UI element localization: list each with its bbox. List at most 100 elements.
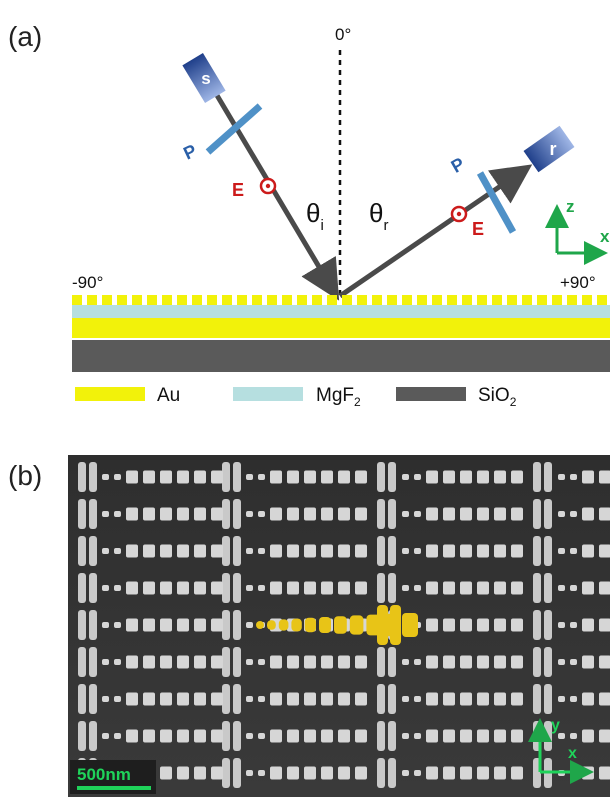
sem-particle [460, 692, 472, 706]
sem-particle [460, 766, 472, 780]
sem-rod [377, 758, 385, 788]
axes-zx: z x [545, 197, 610, 265]
sem-particle [443, 544, 455, 558]
sem-particle [304, 470, 316, 484]
sem-particle [102, 511, 109, 517]
sem-particle [558, 548, 565, 554]
au-grating-dash [192, 295, 202, 305]
legend-mgf2-swatch [233, 387, 303, 401]
sem-particle [102, 548, 109, 554]
sem-rod [544, 536, 552, 566]
sem-particle [402, 474, 409, 480]
sem-particle [558, 659, 565, 665]
sem-rod [78, 573, 86, 603]
sem-rod [233, 721, 241, 751]
sem-particle [558, 696, 565, 702]
sem-particle [160, 618, 172, 632]
sem-particle [477, 618, 489, 632]
sem-rod [533, 647, 541, 677]
sem-particle [443, 470, 455, 484]
sem-particle [211, 544, 223, 558]
scale-bar-line [77, 786, 151, 790]
sem-rod [544, 647, 552, 677]
au-grating-dash [357, 295, 367, 305]
sem-rod [78, 610, 86, 640]
scale-bar-label: 500nm [77, 765, 131, 784]
theta-r-label: θr [369, 198, 388, 234]
sem-particle [443, 618, 455, 632]
sem-rod [533, 462, 541, 492]
reflected-beam [338, 164, 533, 299]
incident-source-box: s [182, 52, 226, 104]
sem-particle [246, 511, 253, 517]
sem-particle [246, 622, 253, 628]
sem-particle [599, 507, 610, 521]
au-grating-dash [102, 295, 112, 305]
sem-particle [160, 581, 172, 595]
sem-rod [222, 684, 230, 714]
sem-rod [78, 462, 86, 492]
au-grating-dash [147, 295, 157, 305]
sem-particle [258, 733, 265, 739]
au-grating-dash [312, 295, 322, 305]
sem-particle [304, 692, 316, 706]
au-grating-dash [177, 295, 187, 305]
sem-rod [377, 721, 385, 751]
sem-particle [511, 655, 523, 669]
au-grating-dash [132, 295, 142, 305]
sem-particle [511, 470, 523, 484]
au-grating-dash [522, 295, 532, 305]
sem-particle [599, 655, 610, 669]
sem-particle [443, 729, 455, 743]
sem-particle [177, 692, 189, 706]
sem-rod [388, 758, 396, 788]
sem-particle [143, 618, 155, 632]
au-grating-dash [372, 295, 382, 305]
sem-particle [258, 585, 265, 591]
sem-particle [321, 581, 333, 595]
sem-particle [511, 618, 523, 632]
sem-rod [89, 684, 97, 714]
sem-rod [388, 536, 396, 566]
sem-rod [388, 462, 396, 492]
sem-particle [494, 692, 506, 706]
sem-particle [258, 696, 265, 702]
panel-a: (a) 0° s P E θi θr r P E [8, 21, 610, 409]
sem-rod [377, 684, 385, 714]
sem-particle [287, 729, 299, 743]
sem-particle [126, 581, 138, 595]
sem-particle [599, 618, 610, 632]
legend: Au MgF2 SiO2 [75, 385, 517, 409]
sem-rod [544, 573, 552, 603]
sem-particle [402, 585, 409, 591]
au-grating-dash [297, 295, 307, 305]
sem-particle [287, 470, 299, 484]
sem-rod [222, 536, 230, 566]
sem-particle [570, 474, 577, 480]
sem-rod [544, 499, 552, 529]
au-grating-dash [282, 295, 292, 305]
highlight-particle [291, 618, 302, 632]
au-grating-dash [477, 295, 487, 305]
au-grating-layer [72, 295, 607, 305]
sem-rod [233, 610, 241, 640]
legend-sio2-swatch [396, 387, 466, 401]
sem-particle [338, 581, 350, 595]
axis-y-label: y [551, 717, 560, 734]
sem-rod [89, 536, 97, 566]
sem-rod [377, 499, 385, 529]
sem-particle [143, 544, 155, 558]
sem-particle [177, 618, 189, 632]
sem-particle [338, 766, 350, 780]
sem-particle [270, 692, 282, 706]
sem-particle [426, 544, 438, 558]
sem-particle [304, 581, 316, 595]
sem-particle [338, 470, 350, 484]
sem-particle [355, 692, 367, 706]
highlight-particle [278, 619, 289, 631]
scale-bar: 500nm [70, 760, 156, 794]
sem-particle [211, 766, 223, 780]
sem-particle [511, 507, 523, 521]
sem-particle [582, 544, 594, 558]
sem-rod [233, 536, 241, 566]
